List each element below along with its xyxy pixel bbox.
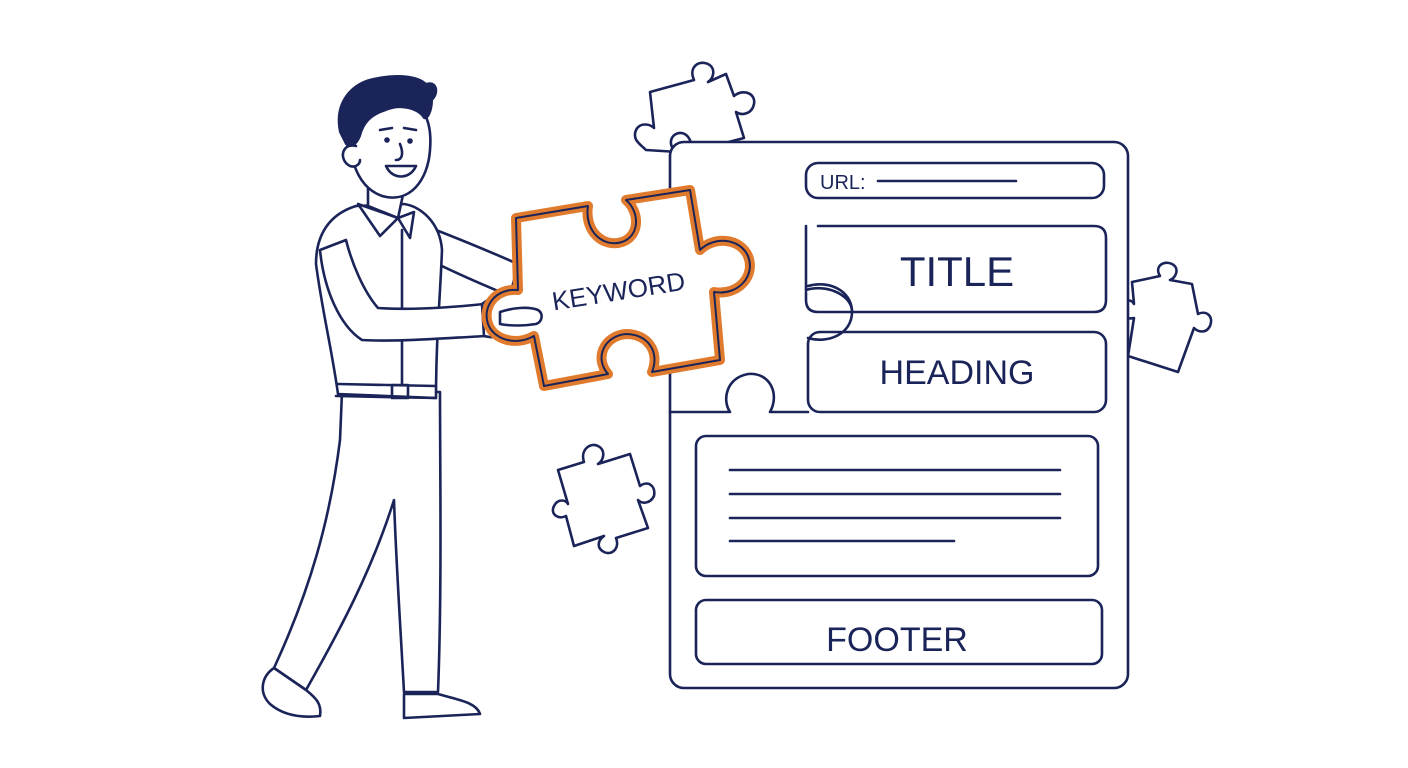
url-bar: URL:	[804, 161, 1106, 200]
keyword-puzzle-piece: KEYWORD	[481, 185, 755, 391]
hand-fingers	[498, 306, 543, 327]
footer-label: FOOTER	[826, 621, 968, 659]
title-label: TITLE	[900, 248, 1014, 295]
webpage-wireframe: URL: TITLE HEADING FOOTER	[668, 140, 1130, 690]
title-block: TITLE	[804, 224, 1108, 314]
puzzle-piece-icon-top	[633, 61, 756, 154]
url-label: URL:	[820, 172, 866, 194]
content-block	[694, 434, 1100, 578]
puzzle-piece-icon-bottom-left	[551, 443, 656, 555]
footer-block: FOOTER	[694, 598, 1104, 666]
heading-label: HEADING	[880, 354, 1035, 392]
puzzle-piece-icon-right	[1119, 261, 1213, 374]
heading-block: HEADING	[806, 330, 1108, 414]
person-illustration	[261, 75, 539, 720]
